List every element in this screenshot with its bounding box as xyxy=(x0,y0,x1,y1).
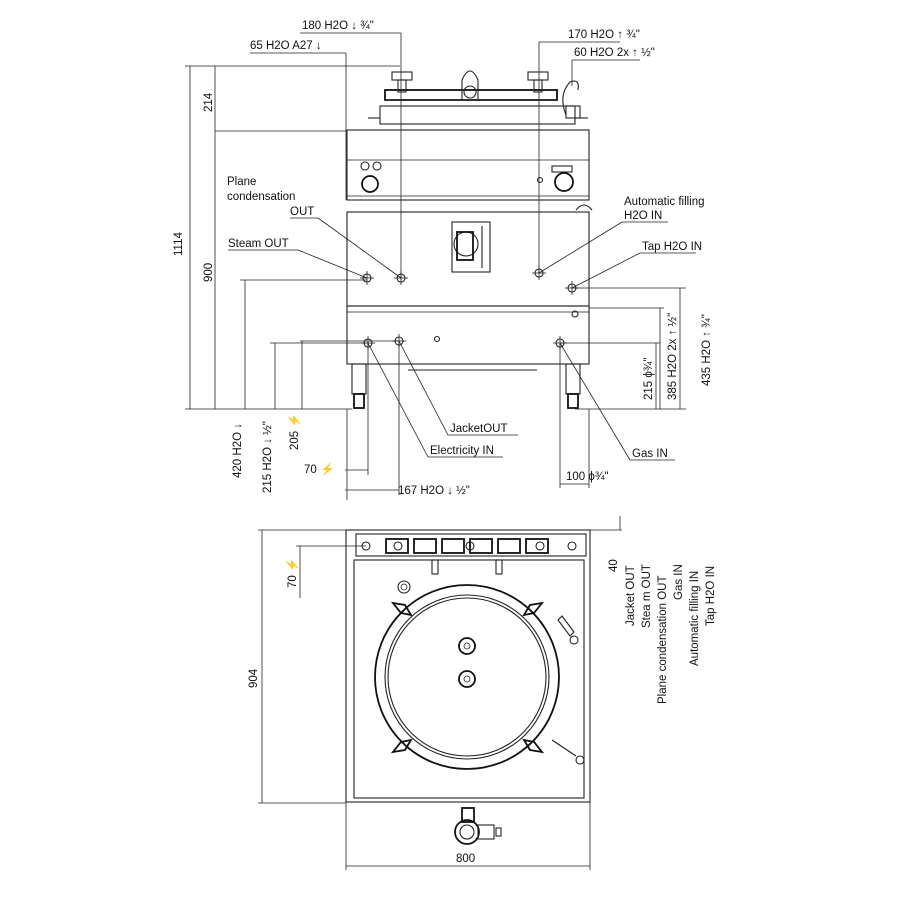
dim-215-right: 215 ϕ¾" xyxy=(643,358,655,401)
left-dimension-lines xyxy=(185,65,400,410)
callout-plane-condensation: Plane condensation OUT xyxy=(227,176,314,218)
connection-points xyxy=(360,266,579,350)
dim-904: 904 xyxy=(248,668,260,688)
dim-70-front: 70 ⚡ xyxy=(304,462,334,476)
dim-800: 800 xyxy=(456,853,475,865)
bottom-right-dimension-lines xyxy=(559,287,686,488)
label-170-h2o: 170 H2O ↑ ¾" xyxy=(568,29,640,41)
dim-40: 40 xyxy=(608,559,620,572)
legend-jacket-out: Jacket OUT xyxy=(625,565,637,626)
top-dimension-lines xyxy=(250,32,640,280)
kettle-pan-circle xyxy=(374,580,560,770)
dim-70-top: 70 ⚡ xyxy=(285,558,299,588)
legend-tap-h2o-in: Tap H2O IN xyxy=(705,566,717,626)
kettle-body xyxy=(346,129,593,409)
callout-steam-out: Steam OUT xyxy=(228,238,289,250)
bottom-left-dimension-lines xyxy=(240,279,400,500)
lid-clamps xyxy=(390,601,585,765)
legend-steam-out: Stea m OUT xyxy=(641,564,653,628)
callout-automatic-filling: Automatic filling H2O IN xyxy=(624,196,708,222)
top-view-dimension-lines xyxy=(258,516,622,870)
legend-gas-in: Gas IN xyxy=(673,564,685,600)
front-view: 180 H2O ↓ ¾" 65 H2O A27 ↓ 170 H2O ↑ ¾" 6… xyxy=(173,20,713,500)
callout-tap-h2o-in: Tap H2O IN xyxy=(642,241,702,253)
drain-tap xyxy=(454,807,502,845)
dim-420-h2o: 420 H2O ↓ xyxy=(232,423,244,478)
legend-plane-condensation-out: Plane condensation OUT xyxy=(657,576,669,705)
front-legs xyxy=(351,363,581,409)
callout-gas-in: Gas IN xyxy=(632,448,668,460)
dim-435: 435 H2O ↑ ¾" xyxy=(701,314,713,386)
label-180-h2o: 180 H2O ↓ ¾" xyxy=(302,20,374,32)
dim-1114: 1114 xyxy=(173,232,185,256)
tilt-handwheel xyxy=(451,221,491,273)
callout-electricity-in: Electricity IN xyxy=(430,445,494,457)
dim-100: 100 ϕ¾" xyxy=(566,471,609,483)
dim-900: 900 xyxy=(203,263,215,282)
dim-205: 205 ⚡ xyxy=(287,413,301,450)
kettle-lid xyxy=(368,70,588,125)
top-view: 70 ⚡ 904 40 800 Jacket OUT Stea m OUT Pl… xyxy=(248,516,717,870)
dim-167-h2o: 167 H2O ↓ ½" xyxy=(398,485,470,497)
callout-jacket-out: JacketOUT xyxy=(450,423,508,435)
top-view-legend: Jacket OUT Stea m OUT Plane condensation… xyxy=(625,564,717,704)
dim-385: 385 H2O 2x ↑ ½" xyxy=(667,313,679,400)
top-connection-slots xyxy=(361,538,577,575)
dim-214: 214 xyxy=(203,92,215,112)
dim-215-h2o: 215 H2O ↓ ½" xyxy=(262,421,274,493)
label-65-h2o: 65 H2O A27 ↓ xyxy=(250,40,322,52)
legend-automatic-filling-in: Automatic filling IN xyxy=(689,571,701,666)
label-60-h2o: 60 H2O 2x ↑ ½" xyxy=(574,47,655,59)
callout-leaders xyxy=(228,217,696,461)
